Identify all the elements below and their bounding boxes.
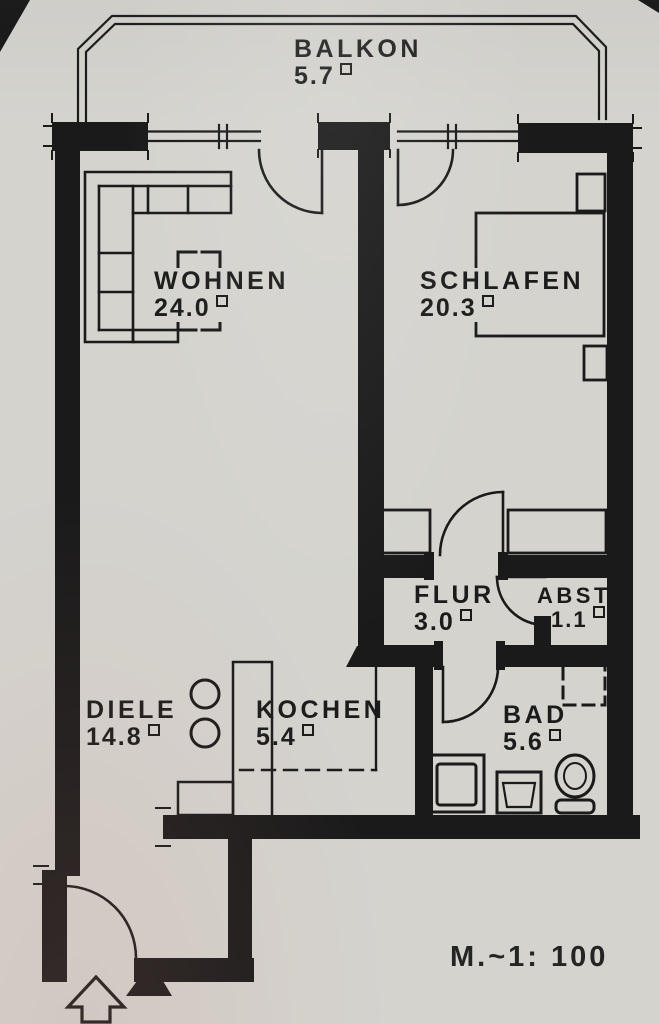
room-area: 20.3 [418,295,496,322]
room-area: 5.4 [256,724,385,751]
room-label-schlafen: SCHLAFEN 20.3 [418,267,587,322]
room-area: 24.0 [152,295,230,322]
room-label-bad: BAD 5.6 [503,702,568,756]
sqm-icon [592,605,605,618]
room-name: ABST. [537,583,619,608]
room-name: BALKON [294,35,422,63]
room-area: 3.0 [414,609,495,636]
washbasin-icon [495,770,543,815]
toilet-icon [554,753,596,815]
shower-icon [426,753,486,814]
entrance-arrow-icon [64,974,128,1024]
sqm-icon [459,609,472,621]
kitchen-boundary [238,665,378,772]
scale-label: M.~1: 100 [450,941,609,973]
room-area: 5.7 [294,63,422,90]
window-icon [146,123,520,150]
wall-ticks [33,113,642,885]
balcony-outline [76,14,608,123]
room-label-wohnen: WOHNEN 24.0 [152,268,291,322]
wardrobe-icon [506,508,608,555]
room-name: SCHLAFEN [418,267,587,295]
sqm-icon [339,63,352,75]
room-name: FLUR [414,581,495,609]
exterior-walls [42,122,640,996]
room-area: 1.1 [537,605,618,632]
dresser-icon [366,508,432,555]
door-arc-icon [62,148,547,960]
shaft-icon [561,661,607,707]
sofa-icon [83,170,233,344]
room-name: BAD [503,701,568,729]
sqm-icon [481,295,494,307]
room-area: 14.8 [86,724,177,751]
room-label-kochen: KOCHEN 5.4 [256,697,385,751]
counter-icon [176,660,274,817]
table-icon [176,250,222,332]
sqm-icon [301,724,314,736]
room-label-flur: FLUR 3.0 [414,582,495,636]
sqm-icon [548,729,561,741]
photo-corner-marks [0,0,659,52]
sqm-icon [215,295,228,307]
room-label-abst: ABST. 1.1 [537,584,618,632]
room-label-diele: DIELE 14.8 [86,697,177,751]
room-name: KOCHEN [256,696,386,724]
room-name: WOHNEN [152,267,291,295]
room-label-balkon: BALKON 5.7 [294,36,422,90]
burners-icon [189,678,221,749]
room-name: DIELE [86,696,178,724]
sqm-icon [147,724,160,736]
room-area: 5.6 [503,729,568,756]
